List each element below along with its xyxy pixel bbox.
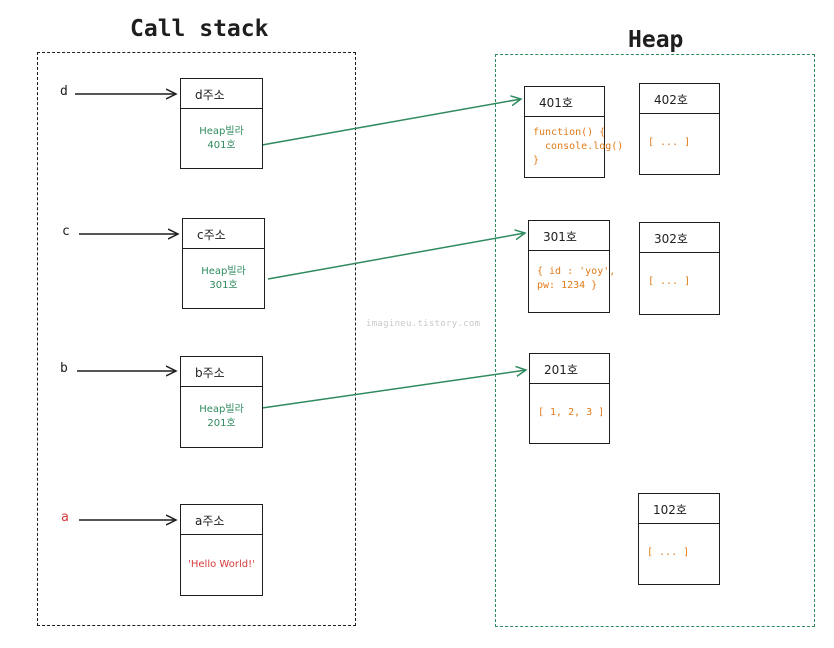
b-ref-arrow [261,370,526,409]
d-ref-arrow [261,99,521,146]
heap-box-201-label: 201호 [530,354,609,384]
heap-box-301-label: 301호 [529,221,609,251]
heap-box-401: 401호 function() { console.log() } [524,86,623,178]
heap-box-201-value: [ 1, 2, 3 ] [538,407,605,418]
stack-box-a-value: 'Hello World!' [188,559,255,570]
stack-box-c-address: c주소 [183,219,264,249]
heap-box-102-label: 102호 [639,494,719,524]
stack-box-b: b주소 Heap빌라 201호 [180,356,263,448]
heap-box-401-line3: } [533,155,540,166]
heap-box-301: 301호 { id : 'yoy', pw: 1234 } [528,220,615,313]
heap-box-301-line1: { id : 'yoy', [537,266,616,277]
call-stack-title: Call stack [130,16,269,42]
c-ref-arrow [267,233,525,280]
heap-box-201: 201호 [ 1, 2, 3 ] [529,353,610,444]
stack-box-d-address: d주소 [181,79,262,109]
stack-box-a: a주소 'Hello World!' [180,504,263,596]
stack-box-d-ref-line2: 401호 [207,139,236,151]
heap-box-402: 402호 [ ... ] [639,83,720,175]
heap-box-102-value: [ ... ] [647,547,690,558]
heap-title: Heap [628,27,684,53]
var-c: c [62,224,70,239]
heap-box-401-line1: function() { [533,127,606,138]
stack-box-b-ref-line1: Heap빌라 [199,404,244,415]
heap-box-302: 302호 [ ... ] [639,222,720,315]
heap-box-302-label: 302호 [640,223,719,253]
stack-box-c-ref-line1: Heap빌라 [201,265,246,277]
heap-box-301-line2: pw: 1234 } [537,280,598,291]
var-a: a [61,510,69,525]
heap-box-402-value: [ ... ] [648,137,691,148]
heap-box-102: 102호 [ ... ] [638,493,720,585]
var-d: d [60,84,68,99]
call-stack-frame [37,52,356,626]
var-b: b [60,361,68,376]
stack-box-a-address: a주소 [181,505,262,535]
stack-box-d: d주소 Heap빌라 401호 [180,78,263,169]
stack-box-b-ref-line2: 201호 [207,418,236,429]
stack-box-d-ref-line1: Heap빌라 [199,125,244,137]
heap-frame [495,54,815,627]
heap-box-302-value: [ ... ] [648,276,691,287]
heap-box-401-line2: console.log() [533,141,624,152]
heap-box-401-label: 401호 [525,87,604,117]
stack-box-b-address: b주소 [181,357,262,387]
stack-box-c-ref-line2: 301호 [209,279,238,291]
stack-box-c: c주소 Heap빌라 301호 [182,218,265,309]
watermark-text: imagineu.tistory.com [366,319,481,329]
heap-box-402-label: 402호 [640,84,719,114]
